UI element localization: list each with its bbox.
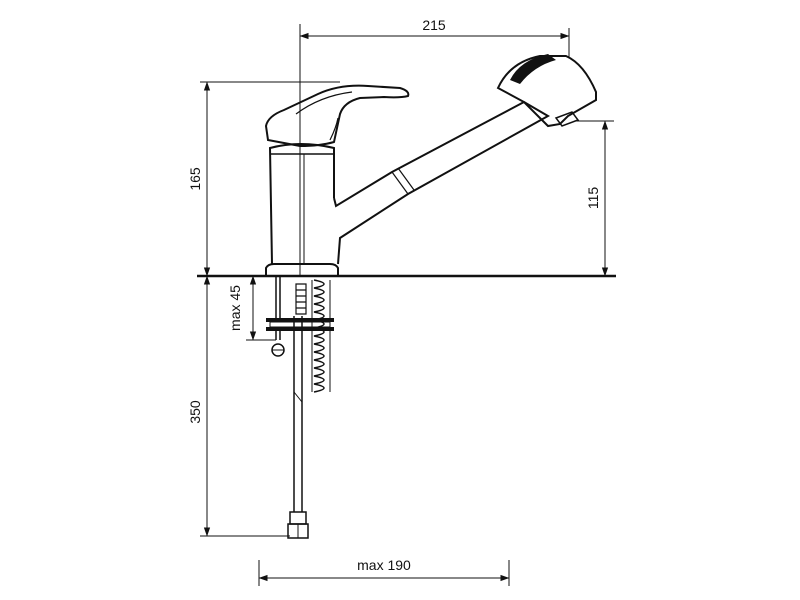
dimension-top-width: 215 [299, 17, 570, 276]
dimension-hose-reach: max 190 [258, 557, 510, 586]
dim-label-top-width: 215 [422, 17, 446, 33]
coiled-hose [311, 279, 331, 393]
dim-label-mounting-thickness: max 45 [227, 285, 243, 331]
dimension-spout-height: 115 [574, 120, 614, 277]
dimension-hose-length: 350 [187, 275, 290, 537]
faucet-body [265, 143, 339, 276]
pull-out-spout [333, 100, 551, 265]
dimension-faucet-height: 165 [187, 81, 340, 277]
spray-head [496, 54, 597, 128]
dim-label-spout-height: 115 [585, 187, 601, 210]
dim-label-faucet-height: 165 [187, 167, 203, 191]
dim-label-hose-reach: max 190 [357, 557, 411, 573]
dim-label-hose-length: 350 [187, 400, 203, 424]
lever-handle [264, 84, 410, 148]
supply-hose [287, 316, 309, 539]
dimension-mounting-thickness: max 45 [227, 275, 276, 341]
